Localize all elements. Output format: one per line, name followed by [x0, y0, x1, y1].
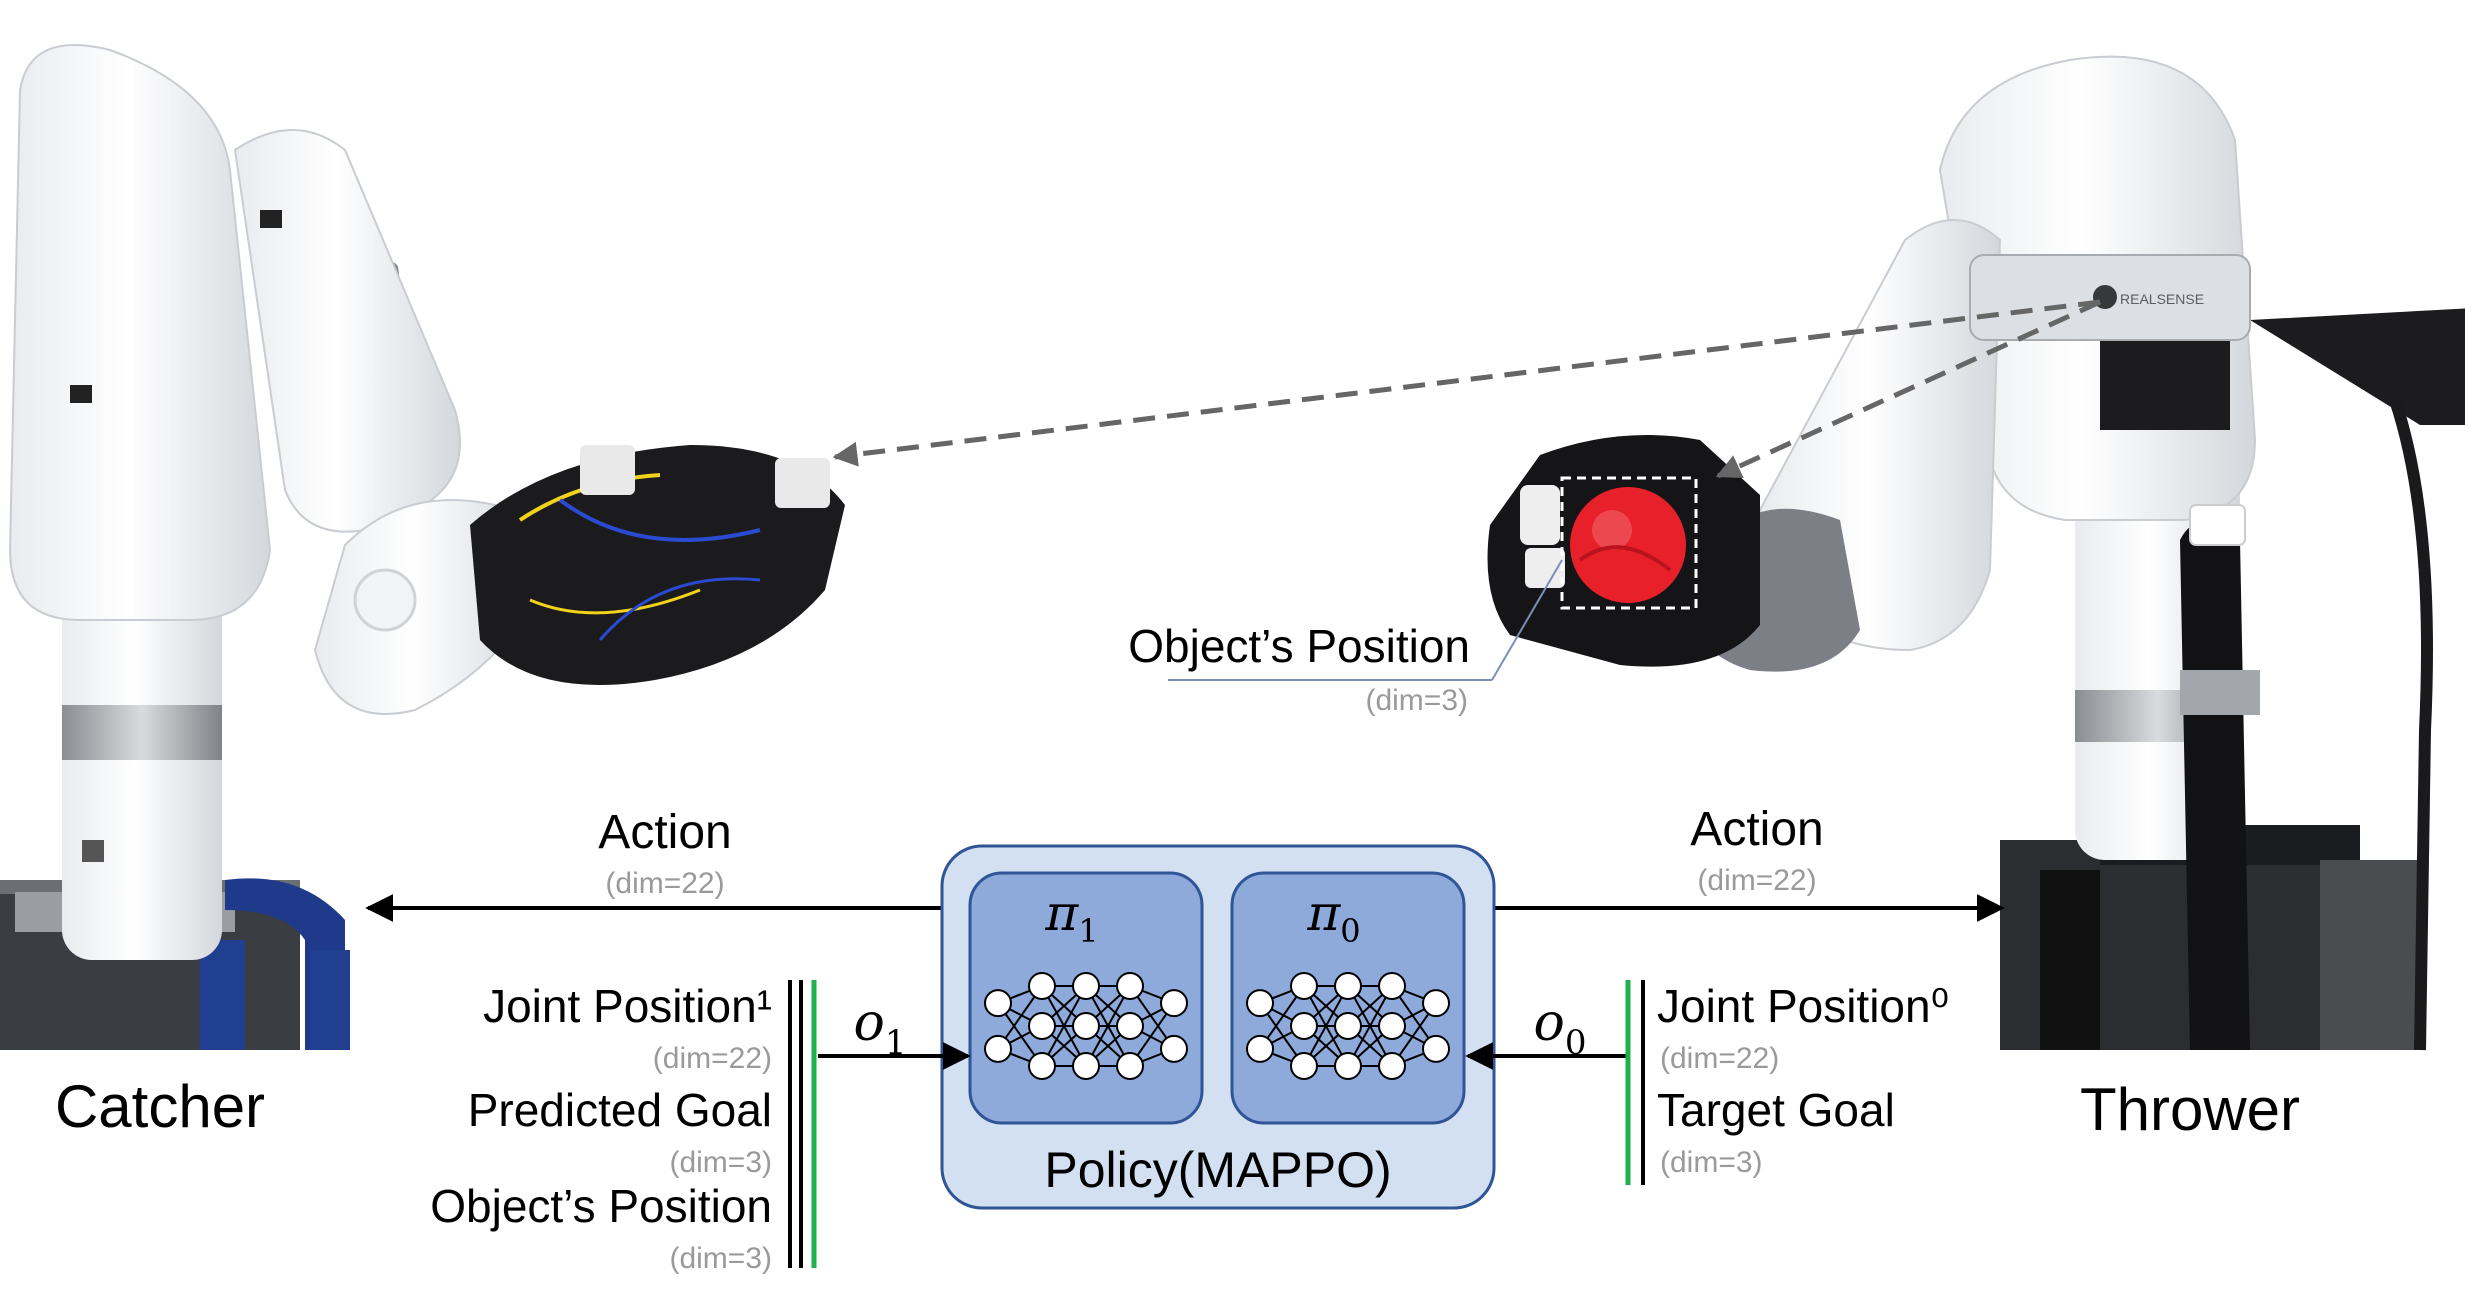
- neural-network-icon-agent0: [1246, 972, 1450, 1080]
- neural-network-node: [1028, 1052, 1056, 1080]
- object-bounding-box: [1560, 476, 1698, 610]
- thrower-input-joint-position: Joint Position⁰: [1657, 980, 1949, 1032]
- neural-network-node: [1422, 989, 1450, 1018]
- object-annotation-leader-diagonal: [1491, 559, 1563, 681]
- object-position-label: Object’s Position: [1128, 620, 1470, 672]
- neural-network-node: [1334, 1012, 1362, 1040]
- neural-network-node: [1246, 1034, 1274, 1063]
- neural-network-node: [1378, 1052, 1406, 1080]
- thrower-label: Thrower: [2080, 1076, 2300, 1143]
- camera-brand-label: REALSENSE: [2120, 291, 2204, 307]
- action-right-label: Action: [1690, 803, 1823, 856]
- policy-agent1-symbol: π1: [1044, 884, 1098, 950]
- neural-network-node: [1290, 972, 1318, 1000]
- catcher-arm-upper: [8, 44, 272, 621]
- thrower-inputs-list: Joint Position⁰ (dim=22) Target Goal (di…: [1657, 980, 1949, 1179]
- thrower-base-platform: [2000, 825, 2420, 1050]
- action-left-dim: (dim=22): [605, 867, 724, 900]
- catcher-input-object-position: Object’s Position: [430, 1180, 772, 1232]
- neural-network-node: [1334, 1052, 1362, 1080]
- neural-network-node: [1246, 989, 1274, 1018]
- thrower-input-target-goal: Target Goal: [1657, 1084, 1895, 1136]
- neural-network-node: [1028, 1012, 1056, 1040]
- dashed-arrow-to-object: [1715, 299, 2102, 479]
- catcher-input-predicted-goal-dim: (dim=3): [669, 1146, 772, 1179]
- neural-network-edge: [1085, 985, 1131, 1067]
- neural-network-edge: [1041, 985, 1087, 1067]
- catcher-base-band: [62, 705, 222, 760]
- policy-title: Policy(MAPPO): [1044, 1142, 1391, 1198]
- catcher-label: Catcher: [55, 1073, 265, 1140]
- neural-network-node: [1028, 972, 1056, 1000]
- catcher-input-joint-position: Joint Position¹: [483, 980, 772, 1032]
- neural-network-node: [1160, 989, 1188, 1018]
- object-position-dim: (dim=3): [1365, 684, 1468, 717]
- neural-network-node: [1072, 1052, 1100, 1080]
- thrower-input-bars: [1625, 980, 1645, 1185]
- action-right-dim: (dim=22): [1697, 864, 1816, 897]
- neural-network-icon-agent1: [984, 972, 1188, 1080]
- catcher-input-bars: [788, 980, 817, 1268]
- neural-network-node: [1160, 1034, 1188, 1063]
- thrower-robot: REALSENSE: [1487, 55, 2465, 1051]
- neural-network-node: [1072, 972, 1100, 1000]
- policy-box: π1 π0 Policy(MAPPO): [940, 844, 1496, 1210]
- obs-o0-symbol: o0: [1534, 993, 1587, 1063]
- catcher-input-object-position-dim: (dim=3): [669, 1242, 772, 1275]
- catcher-input-predicted-goal: Predicted Goal: [468, 1084, 772, 1136]
- neural-network-node: [1334, 972, 1362, 1000]
- dashed-arrow-to-catcher: [832, 299, 2101, 467]
- catcher-input-joint-position-dim: (dim=22): [653, 1042, 772, 1075]
- neural-network-node: [984, 1034, 1012, 1063]
- catcher-arm-forearm: [233, 129, 461, 533]
- neural-network-node: [1116, 1012, 1144, 1040]
- neural-network-node: [1072, 1012, 1100, 1040]
- neural-network-node: [1378, 972, 1406, 1000]
- thrower-input-target-goal-dim: (dim=3): [1660, 1146, 1763, 1179]
- object-ball: [1570, 487, 1686, 603]
- neural-network-node: [1290, 1052, 1318, 1080]
- neural-network-node: [1116, 1052, 1144, 1080]
- catcher-hand: [470, 445, 845, 685]
- neural-network-edge: [1347, 985, 1393, 1067]
- catcher-inputs-list: Joint Position¹ (dim=22) Predicted Goal …: [430, 980, 772, 1275]
- realsense-camera: REALSENSE: [1969, 254, 2251, 341]
- neural-network-node: [1116, 972, 1144, 1000]
- action-left-label: Action: [598, 806, 731, 859]
- neural-network-node: [1422, 1034, 1450, 1063]
- obs-o1-symbol: o1: [854, 993, 907, 1063]
- policy-agent0-symbol: π0: [1306, 884, 1360, 950]
- catcher-robot: [0, 44, 845, 1050]
- thrower-input-joint-position-dim: (dim=22): [1660, 1042, 1779, 1075]
- neural-network-node: [1378, 1012, 1406, 1040]
- neural-network-edge: [1303, 985, 1349, 1067]
- neural-network-node: [1290, 1012, 1318, 1040]
- neural-network-node: [984, 989, 1012, 1018]
